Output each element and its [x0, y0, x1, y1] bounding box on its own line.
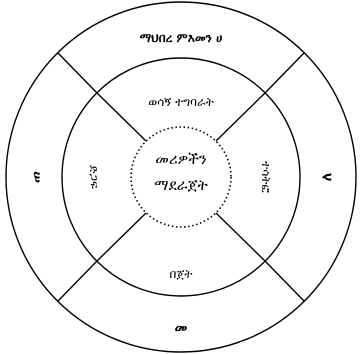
divider-outer-bottom-left: [57, 260, 98, 302]
outer-bottom-label: መ: [175, 320, 188, 336]
outer-left-label: ሠ: [29, 171, 45, 182]
center-dotted-circle: [130, 126, 232, 228]
middle-bottom-label: በጀት: [169, 267, 192, 281]
divider-middle-bottom-left: [96, 212, 147, 262]
divider-middle-bottom-right: [215, 212, 266, 262]
middle-right-label: ተሳትፎ: [259, 161, 273, 193]
outer-top-label: ማህበረ ምእመን ሀ: [140, 31, 223, 45]
middle-top-label: ወሳኝ ተግባራት: [148, 95, 214, 109]
center-label-line1: መሪዎችን: [155, 150, 207, 169]
middle-left-label: ድጋፍ: [87, 165, 101, 189]
divider-middle-top-right: [215, 92, 266, 142]
divider-middle-top-left: [96, 92, 147, 142]
divider-outer-top-left: [57, 52, 98, 94]
middle-circle: [61, 57, 301, 297]
outer-circle: [5, 1, 357, 353]
center-label-line2: ማደራጀት: [154, 176, 208, 194]
outer-right-label: ለ: [319, 173, 335, 181]
divider-outer-top-right: [264, 52, 305, 94]
divider-outer-bottom-right: [264, 260, 305, 302]
